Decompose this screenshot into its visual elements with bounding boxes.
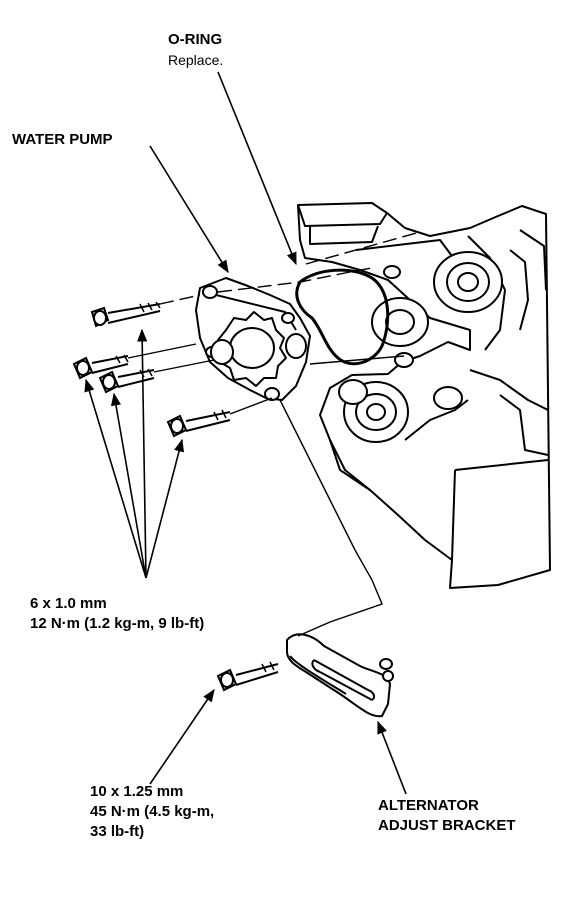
engine-pulleys	[338, 251, 503, 443]
leader-arrows	[84, 71, 407, 795]
alignment-lines	[127, 231, 421, 637]
bolt-small-size: 6 x 1.0 mm	[30, 595, 107, 612]
bracket-label-line2: ADJUST BRACKET	[378, 817, 516, 834]
bolt-left-2	[98, 368, 155, 394]
bracket-label-line1: ALTERNATOR	[378, 797, 479, 814]
o-ring-note: Replace.	[168, 52, 224, 68]
bolt-top	[90, 301, 161, 328]
alternator-adjust-bracket	[285, 633, 394, 718]
water-pump-part	[195, 277, 311, 401]
bolt-large-torque-2: 33 lb-ft)	[90, 823, 145, 840]
engine-block	[297, 202, 551, 589]
bolt-lower	[166, 409, 231, 438]
bolt-bracket	[216, 661, 279, 692]
bolt-small-torque: 12 N·m (1.2 kg-m, 9 lb-ft)	[30, 615, 205, 632]
bolt-large-torque-1: 45 N·m (4.5 kg-m,	[90, 803, 215, 820]
o-ring-title: O-RING	[168, 31, 223, 48]
water-pump-label: WATER PUMP	[12, 131, 113, 148]
bolt-large-size: 10 x 1.25 mm	[90, 783, 184, 800]
bolts	[72, 301, 279, 692]
bolt-left-1	[72, 354, 129, 380]
o-ring-seal	[295, 268, 390, 366]
